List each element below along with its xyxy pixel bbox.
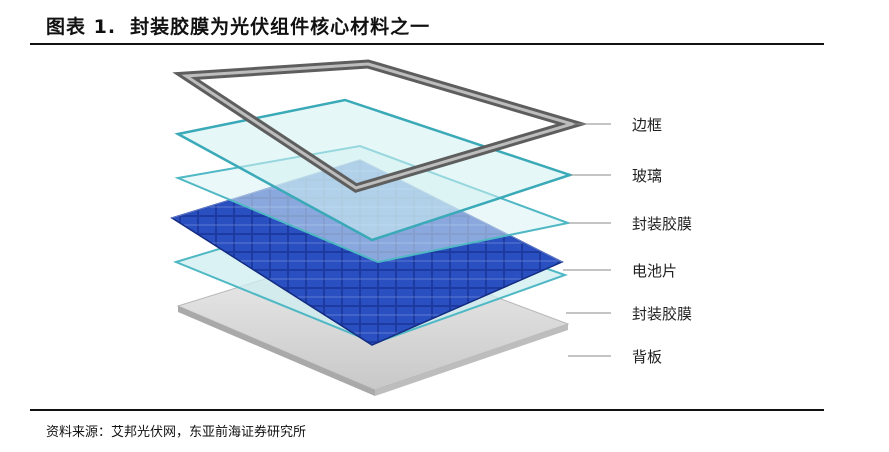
leader-lines <box>563 123 611 357</box>
figure-number: 图表 1. <box>46 16 117 38</box>
label-encapsulant-lower: 封装胶膜 <box>632 305 692 323</box>
figure-title-text: 封装胶膜为光伏组件核心材料之一 <box>130 16 431 38</box>
source-note: 资料来源：艾邦光伏网，东亚前海证券研究所 <box>46 425 307 440</box>
layer-frame <box>172 59 588 193</box>
label-encapsulant-upper: 封装胶膜 <box>632 215 692 233</box>
label-backsheet: 背板 <box>632 348 662 366</box>
label-glass: 玻璃 <box>632 167 662 185</box>
label-frame: 边框 <box>632 116 662 134</box>
bottom-rule <box>30 409 824 411</box>
label-solar-cells: 电池片 <box>632 262 677 280</box>
figure-title: 图表 1. 封装胶膜为光伏组件核心材料之一 <box>46 12 430 39</box>
top-rule <box>30 43 824 45</box>
